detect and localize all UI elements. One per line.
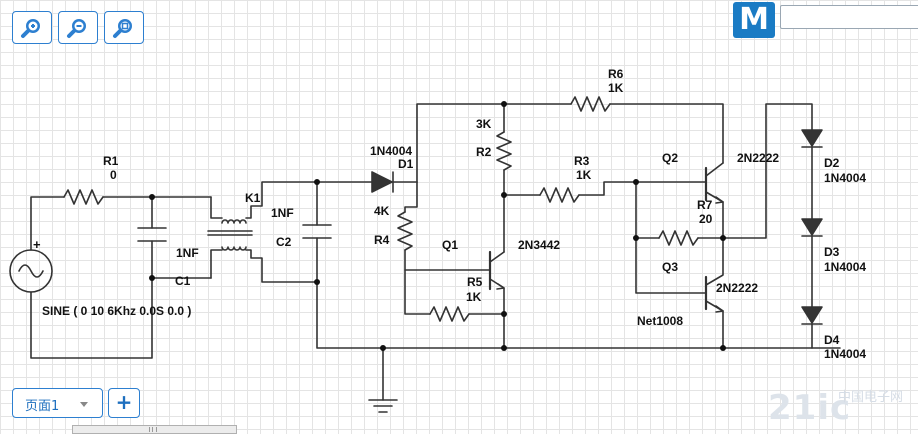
label-d1-name: D1 [398,157,414,171]
watermark-subtitle: 中国电子网 [838,390,904,405]
wire [30,277,153,359]
label-net: Net1008 [637,314,683,328]
transformer-k1-primary [221,219,247,224]
label-r7-value: 20 [699,212,713,226]
label-r6-value: 1K [608,81,624,95]
label-r4-value: 4K [374,204,390,218]
junctions [149,101,726,351]
label-d2-name: D2 [824,156,840,170]
label-source: SINE ( 0 10 6Khz 0.0S 0.0 ) [42,304,191,318]
zoom-fit-button[interactable] [104,11,144,44]
label-r5-name: R5 [467,275,483,289]
capacitor-c2 [302,224,332,239]
resistor-r7 [658,230,699,246]
label-q2-name: Q2 [662,151,678,165]
label-d4-name: D4 [824,333,840,347]
label-q1-model: 2N3442 [518,238,560,252]
diode-d4 [801,306,823,324]
watermark-logo: 21ic [768,388,852,428]
wire [30,196,65,251]
label-d2-model: 1N4004 [824,171,866,185]
label-r7-name: R7 [697,198,713,212]
zoom-out-button[interactable] [58,11,98,44]
zoom-in-button[interactable] [12,11,52,44]
label-r4-name: R4 [374,233,390,247]
label-q3-name: Q3 [662,260,678,274]
label-r1-value: 0 [110,168,117,182]
resistor-r5 [429,306,470,322]
label-c2-name: C2 [276,235,292,249]
label-plus: + [33,237,41,252]
label-c2-value: 1NF [271,206,294,220]
label-r3-name: R3 [574,154,590,168]
label-r5-value: 1K [466,290,482,304]
chevron-down-icon [80,402,88,407]
resistor-r1 [63,189,104,205]
resistor-r3 [539,187,580,203]
search-input[interactable] [780,5,918,29]
label-c1-value: 1NF [176,246,199,260]
label-q2-model: 2N2222 [737,151,779,165]
label-k1: K1 [245,191,261,205]
diode-d3 [801,218,823,236]
label-q1-name: Q1 [442,238,458,252]
label-r3-value: 1K [576,168,592,182]
horizontal-scrollbar[interactable] [72,425,237,434]
label-r6-name: R6 [608,67,624,81]
label-d1-model: 1N4004 [370,144,412,158]
label-d4-model: 1N4004 [824,347,866,361]
label-d3-model: 1N4004 [824,260,866,274]
brand-logo: M [733,2,775,38]
diode-d2 [801,129,823,147]
label-r2-name: R2 [476,145,492,159]
label-r2-value: 3K [476,117,492,131]
label-c1-name: C1 [175,274,191,288]
zoom-fit-icon [113,19,132,38]
zoom-out-icon [67,19,86,38]
page-tab-label: 页面1 [25,399,60,414]
add-page-button[interactable]: + [108,388,140,418]
resistor-r4 [397,211,413,251]
scrollbar-grip-icon [149,427,157,432]
label-q3-model: 2N2222 [716,281,758,295]
label-d3-name: D3 [824,245,840,259]
diode-d1 [371,171,393,193]
ground-symbol [368,399,398,413]
zoom-in-icon [21,19,40,38]
capacitor-c1 [137,227,167,242]
resistor-r6 [570,96,611,112]
label-r1-name: R1 [103,154,119,168]
page-tab[interactable]: 页面1 [12,388,103,418]
resistor-r2 [496,131,512,171]
